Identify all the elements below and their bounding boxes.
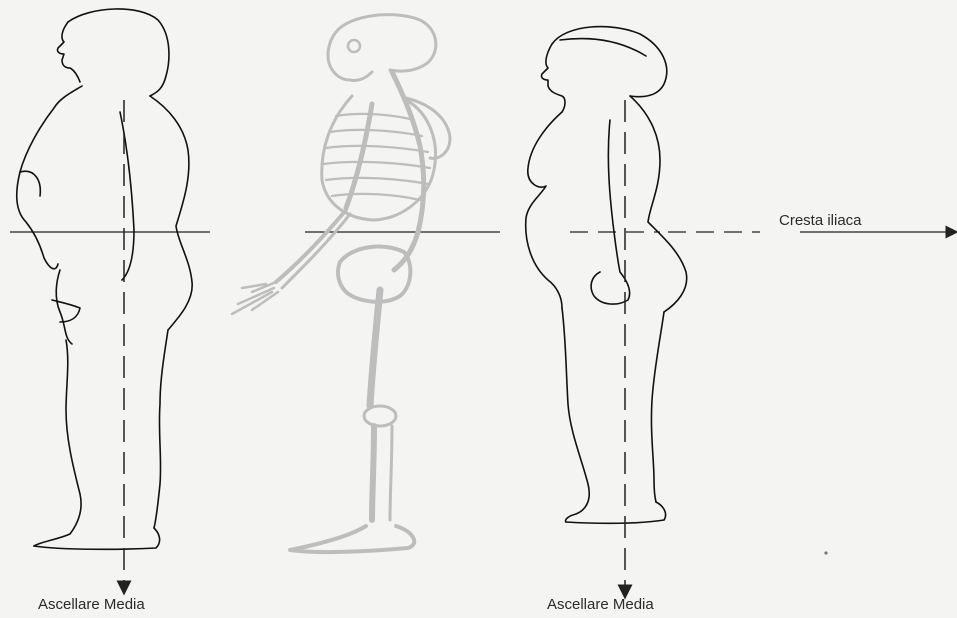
skeleton-figure bbox=[232, 15, 450, 553]
mid-axillary-label-right: Ascellare Media bbox=[547, 596, 654, 613]
mid-axillary-label-left: Ascellare Media bbox=[38, 596, 145, 613]
female-figure-outline bbox=[526, 27, 687, 524]
iliac-crest-label: Cresta iliaca bbox=[779, 212, 862, 229]
male-figure-outline bbox=[17, 9, 193, 549]
scan-speck bbox=[824, 551, 827, 554]
